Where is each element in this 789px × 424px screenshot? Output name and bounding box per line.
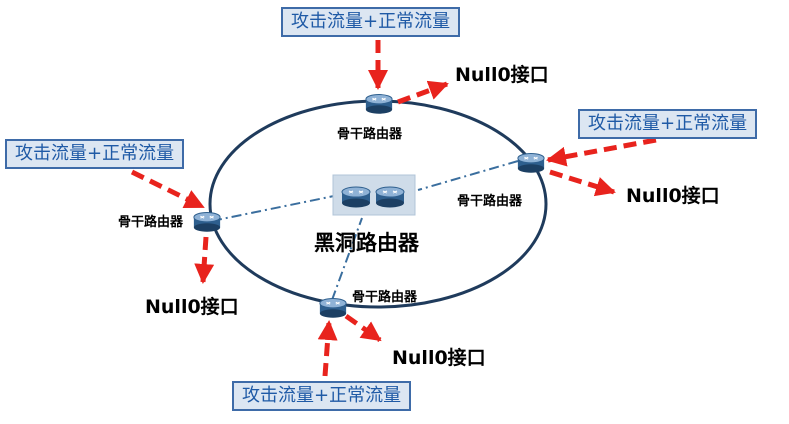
- router-label-right: 骨干路由器: [457, 194, 523, 209]
- null-arrow-left: [194, 236, 215, 284]
- null-arrow-right: [549, 169, 616, 197]
- router-label-left: 骨干路由器: [118, 215, 184, 230]
- null0-label-bottom: Null0接口: [392, 347, 486, 369]
- link-right-to-blackhole: [417, 160, 519, 191]
- null-arrow-bottom: [344, 313, 382, 343]
- null0-label-top: Null0接口: [455, 64, 549, 86]
- router-label-bottom: 骨干路由器: [352, 290, 418, 305]
- null0-label-left: Null0接口: [145, 296, 239, 318]
- link-bottom-to-blackhole: [331, 217, 363, 301]
- router-icon-right: [517, 152, 545, 174]
- null-arrow-top: [397, 80, 449, 105]
- traffic-arrow-left: [130, 169, 205, 210]
- router-icon-left: [193, 211, 221, 233]
- router-icon-bottom: [319, 297, 347, 319]
- traffic-box-right: 攻击流量+正常流量: [578, 109, 758, 139]
- traffic-box-bottom: 攻击流量+正常流量: [232, 381, 412, 411]
- blackhole-router-icon-2: [375, 186, 405, 209]
- router-label-top: 骨干路由器: [337, 127, 403, 142]
- traffic-arrow-bottom: [317, 320, 338, 377]
- traffic-box-top: 攻击流量+正常流量: [281, 7, 461, 37]
- null0-label-right: Null0接口: [626, 185, 720, 207]
- blackhole-router-label: 黑洞路由器: [314, 231, 419, 255]
- traffic-arrow-right: [546, 137, 657, 167]
- link-left-to-blackhole: [211, 195, 335, 222]
- router-icon-top: [365, 93, 393, 115]
- traffic-box-left: 攻击流量+正常流量: [5, 139, 185, 169]
- blackhole-router-icon-1: [341, 186, 371, 209]
